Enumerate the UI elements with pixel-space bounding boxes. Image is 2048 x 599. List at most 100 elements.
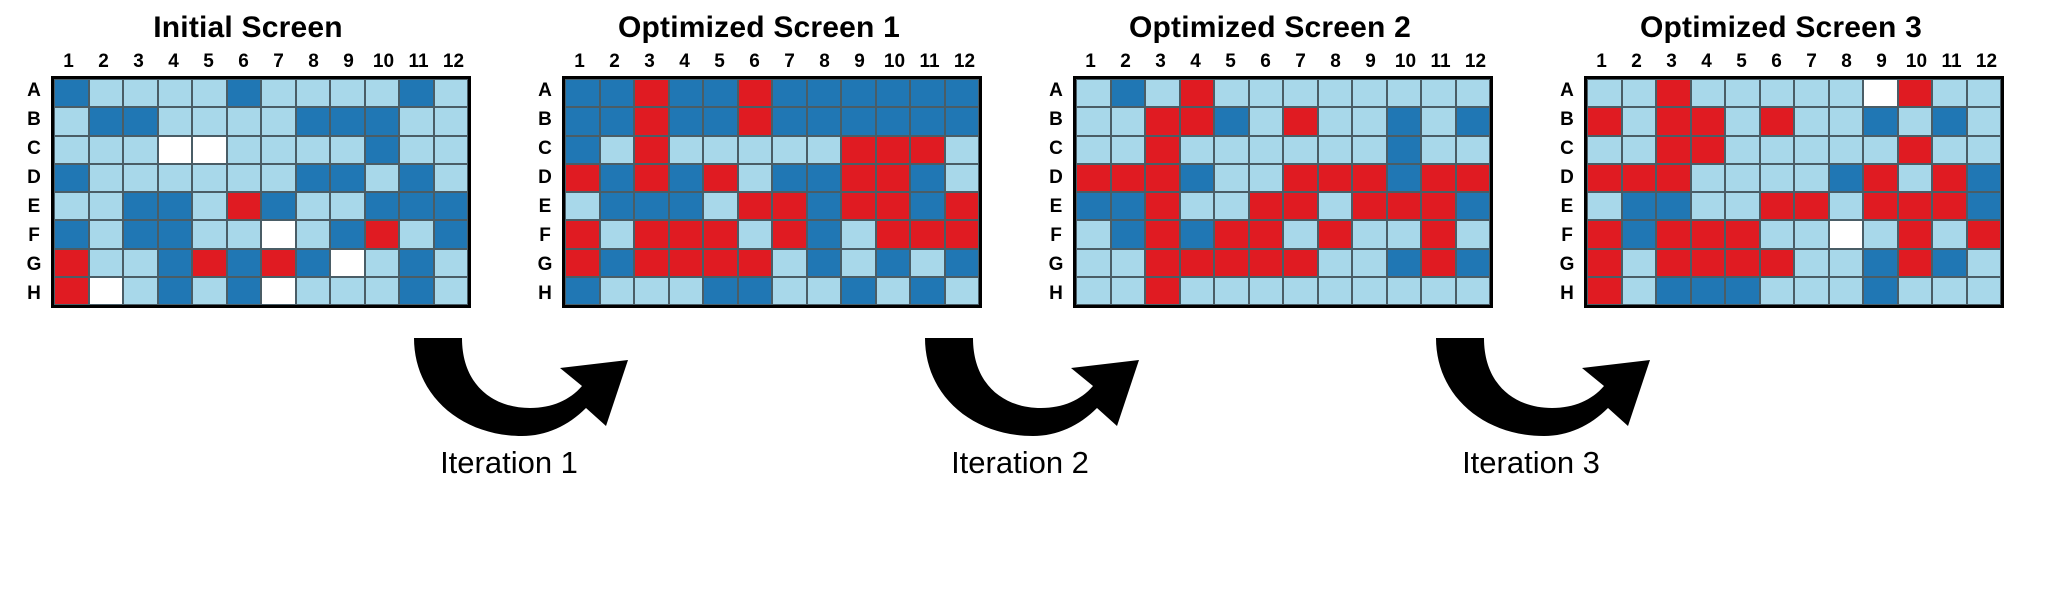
cell-red[interactable] (1145, 220, 1180, 249)
cell-light-blue[interactable] (364, 248, 399, 277)
cell-dark-blue[interactable] (806, 248, 841, 277)
cell-light-blue[interactable] (1386, 220, 1421, 249)
cell-dark-blue[interactable] (54, 163, 89, 192)
cell-red[interactable] (1587, 248, 1622, 277)
cell-light-blue[interactable] (1725, 163, 1760, 192)
cell-red[interactable] (1725, 248, 1760, 277)
cell-light-blue[interactable] (1214, 135, 1249, 164)
cell-light-blue[interactable] (1966, 79, 2001, 108)
cell-red[interactable] (1794, 192, 1829, 221)
cell-light-blue[interactable] (910, 248, 945, 277)
cell-dark-blue[interactable] (1386, 163, 1421, 192)
cell-light-blue[interactable] (599, 135, 634, 164)
cell-red[interactable] (1759, 192, 1794, 221)
cell-dark-blue[interactable] (295, 248, 330, 277)
cell-light-blue[interactable] (1725, 192, 1760, 221)
cell-red[interactable] (1248, 192, 1283, 221)
cell-red[interactable] (737, 107, 772, 136)
cell-red[interactable] (1656, 163, 1691, 192)
cell-light-blue[interactable] (944, 163, 979, 192)
cell-dark-blue[interactable] (1386, 107, 1421, 136)
cell-red[interactable] (1283, 163, 1318, 192)
cell-light-blue[interactable] (1214, 79, 1249, 108)
cell-dark-blue[interactable] (1863, 248, 1898, 277)
cell-red[interactable] (634, 163, 669, 192)
cell-dark-blue[interactable] (944, 79, 979, 108)
cell-dark-blue[interactable] (1621, 192, 1656, 221)
cell-light-blue[interactable] (1828, 79, 1863, 108)
cell-light-blue[interactable] (88, 135, 123, 164)
cell-dark-blue[interactable] (1455, 192, 1490, 221)
cell-light-blue[interactable] (433, 248, 468, 277)
cell-light-blue[interactable] (330, 276, 365, 305)
cell-light-blue[interactable] (599, 276, 634, 305)
cell-dark-blue[interactable] (944, 248, 979, 277)
cell-light-blue[interactable] (330, 135, 365, 164)
cell-dark-blue[interactable] (668, 107, 703, 136)
cell-light-blue[interactable] (1897, 107, 1932, 136)
cell-dark-blue[interactable] (123, 220, 158, 249)
cell-light-blue[interactable] (1966, 135, 2001, 164)
cell-light-blue[interactable] (1352, 248, 1387, 277)
cell-red[interactable] (1214, 248, 1249, 277)
cell-light-blue[interactable] (1621, 276, 1656, 305)
cell-dark-blue[interactable] (599, 107, 634, 136)
cell-red[interactable] (1587, 107, 1622, 136)
cell-red[interactable] (1587, 220, 1622, 249)
cell-light-blue[interactable] (1725, 79, 1760, 108)
cell-red[interactable] (703, 220, 738, 249)
cell-light-blue[interactable] (944, 135, 979, 164)
cell-light-blue[interactable] (737, 135, 772, 164)
cell-red[interactable] (1076, 163, 1111, 192)
cell-red[interactable] (634, 220, 669, 249)
cell-light-blue[interactable] (1110, 248, 1145, 277)
cell-dark-blue[interactable] (703, 79, 738, 108)
cell-light-blue[interactable] (1110, 107, 1145, 136)
cell-light-blue[interactable] (1317, 135, 1352, 164)
cell-dark-blue[interactable] (330, 107, 365, 136)
cell-light-blue[interactable] (364, 79, 399, 108)
cell-red[interactable] (1759, 248, 1794, 277)
cell-light-blue[interactable] (1794, 276, 1829, 305)
cell-red[interactable] (668, 248, 703, 277)
cell-red[interactable] (703, 163, 738, 192)
cell-dark-blue[interactable] (1656, 192, 1691, 221)
cell-dark-blue[interactable] (54, 220, 89, 249)
cell-dark-blue[interactable] (330, 220, 365, 249)
cell-red[interactable] (261, 248, 296, 277)
cell-light-blue[interactable] (1352, 79, 1387, 108)
cell-light-blue[interactable] (261, 107, 296, 136)
cell-red[interactable] (944, 192, 979, 221)
cell-dark-blue[interactable] (1690, 276, 1725, 305)
cell-red[interactable] (1455, 163, 1490, 192)
cell-light-blue[interactable] (1248, 276, 1283, 305)
cell-dark-blue[interactable] (565, 79, 600, 108)
cell-light-blue[interactable] (1690, 163, 1725, 192)
cell-light-blue[interactable] (123, 135, 158, 164)
cell-light-blue[interactable] (1317, 79, 1352, 108)
cell-light-blue[interactable] (772, 248, 807, 277)
cell-light-blue[interactable] (364, 163, 399, 192)
cell-light-blue[interactable] (1076, 220, 1111, 249)
cell-red[interactable] (910, 220, 945, 249)
cell-light-blue[interactable] (157, 163, 192, 192)
cell-light-blue[interactable] (1759, 135, 1794, 164)
cell-light-blue[interactable] (1455, 79, 1490, 108)
cell-light-blue[interactable] (1966, 248, 2001, 277)
cell-dark-blue[interactable] (54, 79, 89, 108)
cell-dark-blue[interactable] (433, 220, 468, 249)
cell-light-blue[interactable] (1828, 107, 1863, 136)
cell-light-blue[interactable] (295, 135, 330, 164)
cell-red[interactable] (634, 248, 669, 277)
cell-light-blue[interactable] (1587, 135, 1622, 164)
cell-light-blue[interactable] (1421, 107, 1456, 136)
cell-red[interactable] (1214, 220, 1249, 249)
cell-light-blue[interactable] (565, 192, 600, 221)
cell-dark-blue[interactable] (123, 192, 158, 221)
cell-light-blue[interactable] (1932, 276, 1967, 305)
cell-red[interactable] (1690, 248, 1725, 277)
cell-white[interactable] (192, 135, 227, 164)
cell-dark-blue[interactable] (433, 192, 468, 221)
cell-dark-blue[interactable] (599, 79, 634, 108)
cell-red[interactable] (1283, 107, 1318, 136)
